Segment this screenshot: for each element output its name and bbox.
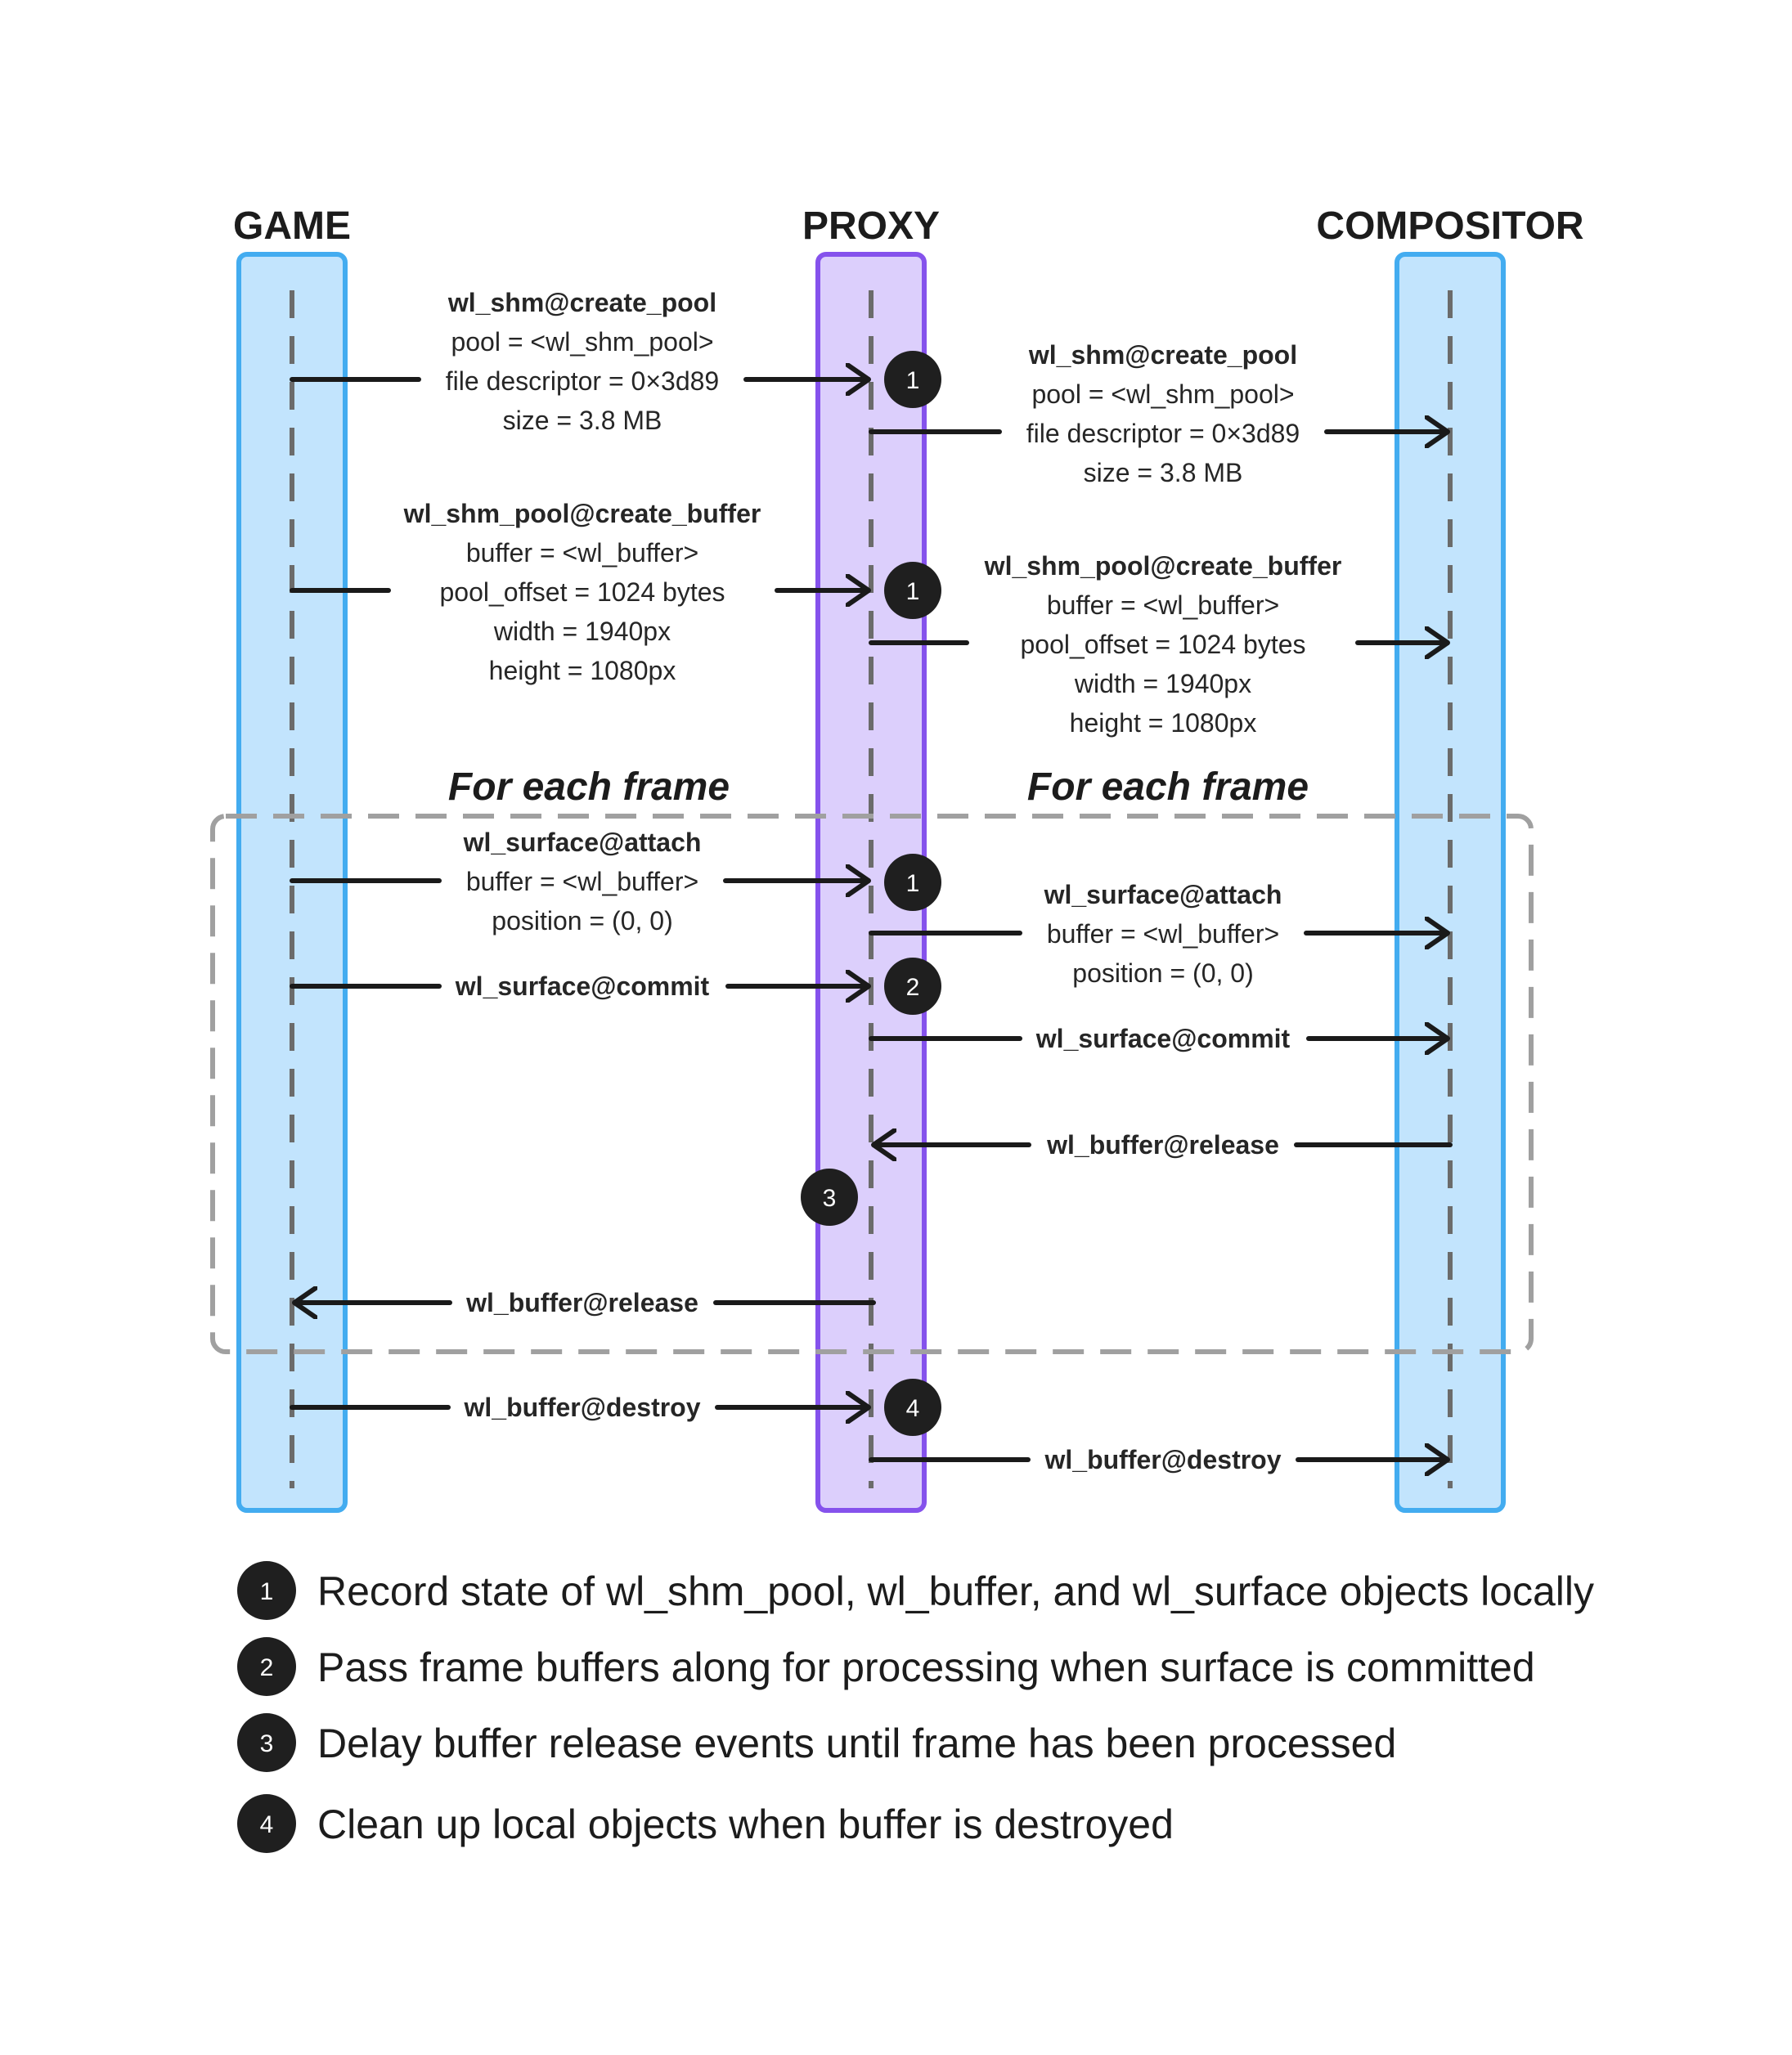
lifeline-compositor-title: COMPOSITOR [1316, 204, 1583, 248]
step-badge-attach: 1 [884, 854, 941, 911]
message-create-pool-to-compositor: wl_shm@create_pool pool = <wl_shm_pool> … [869, 340, 1450, 487]
message-arg: height = 1080px [1070, 708, 1257, 738]
loop-label-left: For each frame [448, 765, 730, 809]
legend-badge-number: 1 [260, 1578, 274, 1605]
loop-frame-border [210, 814, 1534, 1354]
legend-text: Delay buffer release events until frame … [317, 1721, 1396, 1766]
lifeline-compositor-bar [1395, 252, 1506, 1513]
message-destroy-to-compositor: wl_buffer@destroy [869, 1445, 1450, 1474]
step-badge-number: 3 [823, 1185, 837, 1212]
message-arg: buffer = <wl_buffer> [1047, 919, 1279, 949]
legend-badge-circle [237, 1561, 296, 1620]
message-name: wl_surface@commit [455, 971, 710, 1001]
lifeline-compositor: COMPOSITOR [1316, 204, 1584, 1513]
message-arg: file descriptor = 0×3d89 [1026, 419, 1300, 448]
message-arg: pool = <wl_shm_pool> [451, 327, 713, 357]
message-name: wl_surface@commit [1035, 1024, 1291, 1053]
message-name: wl_buffer@destroy [1044, 1445, 1281, 1474]
step-badge-circle [884, 351, 941, 408]
message-arg: buffer = <wl_buffer> [1047, 590, 1279, 620]
message-arg: buffer = <wl_buffer> [466, 538, 698, 568]
step-badge-circle [801, 1169, 858, 1226]
step-badge-number: 1 [906, 578, 920, 605]
step-badge-circle [884, 958, 941, 1015]
legend-badge-circle [237, 1637, 296, 1696]
step-badge-number: 1 [906, 367, 920, 394]
message-name: wl_buffer@release [465, 1288, 698, 1317]
message-arg: pool = <wl_shm_pool> [1031, 379, 1294, 409]
legend-badge-number: 2 [260, 1654, 274, 1681]
message-name: wl_shm_pool@create_buffer [403, 499, 761, 528]
step-badge-number: 1 [906, 870, 920, 897]
lifeline-proxy-title: PROXY [802, 204, 940, 248]
step-badge-delay-release: 3 [801, 1169, 858, 1226]
legend-badge-number: 4 [260, 1811, 274, 1838]
message-arg: size = 3.8 MB [503, 406, 662, 435]
step-badge-circle [884, 854, 941, 911]
loop-label-right: For each frame [1027, 765, 1309, 809]
lifeline-game-title: GAME [233, 204, 351, 248]
step-badge-commit: 2 [884, 958, 941, 1015]
message-arg: width = 1940px [1074, 669, 1251, 698]
message-name: wl_shm_pool@create_buffer [984, 551, 1342, 581]
message-arg: position = (0, 0) [492, 906, 672, 936]
legend-item: 4 Clean up local objects when buffer is … [237, 1794, 1174, 1853]
lifeline-game: GAME [233, 204, 351, 1513]
step-badge-destroy: 4 [884, 1379, 941, 1436]
legend-text: Record state of wl_shm_pool, wl_buffer, … [317, 1568, 1594, 1614]
message-arg: buffer = <wl_buffer> [466, 867, 698, 896]
legend-badge-circle [237, 1713, 296, 1772]
message-create-pool-to-proxy: wl_shm@create_pool pool = <wl_shm_pool> … [290, 288, 871, 435]
step-badge-circle [884, 562, 941, 619]
message-name: wl_shm@create_pool [1028, 340, 1297, 370]
message-arg: position = (0, 0) [1072, 958, 1253, 988]
message-arg: file descriptor = 0×3d89 [446, 366, 719, 396]
message-name: wl_buffer@release [1046, 1130, 1279, 1160]
message-attach-to-compositor: wl_surface@attach buffer = <wl_buffer> p… [869, 880, 1450, 988]
message-arg: height = 1080px [489, 656, 676, 685]
legend-item: 2 Pass frame buffers along for processin… [237, 1637, 1535, 1696]
message-name: wl_surface@attach [1044, 880, 1282, 909]
legend: 1 Record state of wl_shm_pool, wl_buffer… [237, 1561, 1594, 1853]
message-release-to-proxy: wl_buffer@release [871, 1130, 1453, 1160]
step-badge-number: 4 [906, 1395, 920, 1422]
loop-frame: For each frame For each frame [210, 765, 1534, 1354]
message-commit-to-proxy: wl_surface@commit [290, 971, 871, 1001]
legend-item: 1 Record state of wl_shm_pool, wl_buffer… [237, 1561, 1594, 1620]
step-badge-create-pool: 1 [884, 351, 941, 408]
legend-text: Pass frame buffers along for processing … [317, 1644, 1535, 1690]
step-badge-number: 2 [906, 974, 920, 1001]
message-name: wl_surface@attach [463, 828, 702, 857]
message-arg: pool_offset = 1024 bytes [1020, 630, 1305, 659]
message-arg: size = 3.8 MB [1084, 458, 1243, 487]
message-name: wl_shm@create_pool [447, 288, 716, 317]
step-badge-create-buffer: 1 [884, 562, 941, 619]
step-badge-circle [884, 1379, 941, 1436]
message-release-to-game: wl_buffer@release [292, 1288, 876, 1317]
legend-badge-circle [237, 1794, 296, 1853]
message-attach-to-proxy: wl_surface@attach buffer = <wl_buffer> p… [290, 828, 871, 936]
message-name: wl_buffer@destroy [463, 1393, 700, 1422]
legend-badge-number: 3 [260, 1730, 274, 1757]
message-destroy-to-proxy: wl_buffer@destroy [290, 1393, 871, 1422]
message-arg: width = 1940px [493, 617, 671, 646]
message-create-buffer-to-proxy: wl_shm_pool@create_buffer buffer = <wl_b… [290, 499, 871, 685]
message-create-buffer-to-compositor: wl_shm_pool@create_buffer buffer = <wl_b… [869, 551, 1450, 738]
message-arg: pool_offset = 1024 bytes [439, 577, 725, 607]
legend-text: Clean up local objects when buffer is de… [317, 1801, 1174, 1847]
legend-item: 3 Delay buffer release events until fram… [237, 1713, 1396, 1772]
message-commit-to-compositor: wl_surface@commit [869, 1024, 1450, 1053]
